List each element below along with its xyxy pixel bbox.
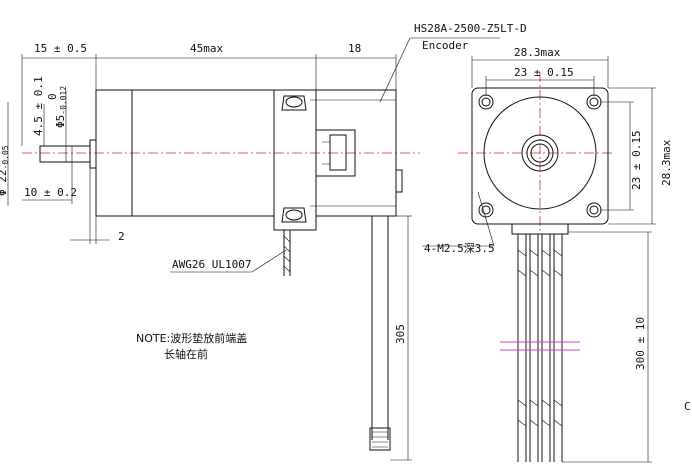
boss (89, 139, 97, 169)
mount-hole-bl (478, 202, 494, 218)
wire-exit (511, 223, 569, 235)
dim-front-height: 28.3max (660, 139, 673, 186)
front-wires (517, 234, 563, 462)
encoder-label: Encoder (422, 39, 469, 52)
dim-boss-height: 2 (118, 230, 125, 243)
front-shaft (530, 143, 550, 163)
dim-wire-length-side: 305 (394, 324, 407, 344)
corner-mark: C (684, 400, 691, 413)
screw-bottom (281, 207, 307, 223)
note-line-2: 长轴在前 (164, 347, 208, 361)
dim-shaft-dia: Φ5-0.012 (54, 86, 68, 128)
cable-end (369, 427, 391, 451)
dim-boss-dia: Φ 22-0.05 (0, 145, 10, 196)
screw-top (281, 95, 307, 111)
mount-hole-tr (586, 94, 602, 110)
front-pilot-circle (483, 96, 597, 210)
dim-front-hole-h: 23 ± 0.15 (514, 66, 574, 79)
mount-hole-tl (478, 94, 494, 110)
dim-wire-length-front: 300 ± 10 (634, 317, 647, 370)
shaft (39, 145, 91, 163)
encoder-housing (315, 89, 397, 217)
note-line-1: NOTE:波形垫放前端盖 (136, 331, 247, 345)
dim-mount-holes: 4-M2.5深3.5 (424, 242, 495, 255)
dim-shaft-length: 15 ± 0.5 (34, 42, 87, 55)
front-view: 28.3max 23 ± 0.15 23 ± 0.15 28.3max 4-M2… (422, 46, 673, 463)
mount-hole-br (586, 202, 602, 218)
dim-front-width: 28.3max (514, 46, 561, 59)
dim-encoder-length: 18 (348, 42, 361, 55)
wire-label: AWG26 UL1007 (172, 258, 251, 271)
dim-body-length: 45max (190, 42, 223, 55)
side-view: 15 ± 0.5 45max 18 HS28A-2500-Z5LT-D Enco… (0, 22, 527, 461)
dim-front-hole-v: 23 ± 0.15 (630, 130, 643, 190)
encoder-cable (371, 216, 389, 440)
model-label: HS28A-2500-Z5LT-D (414, 22, 527, 35)
dim-flat-length: 10 ± 0.2 (24, 186, 77, 199)
dim-flat-depth: 4.5 ± 0.1 (32, 76, 45, 136)
front-boss-circle (521, 134, 559, 172)
motor-wire (283, 230, 291, 276)
rear-cap (273, 89, 317, 231)
dim-shaft-dia-upper: 0 (46, 93, 59, 100)
